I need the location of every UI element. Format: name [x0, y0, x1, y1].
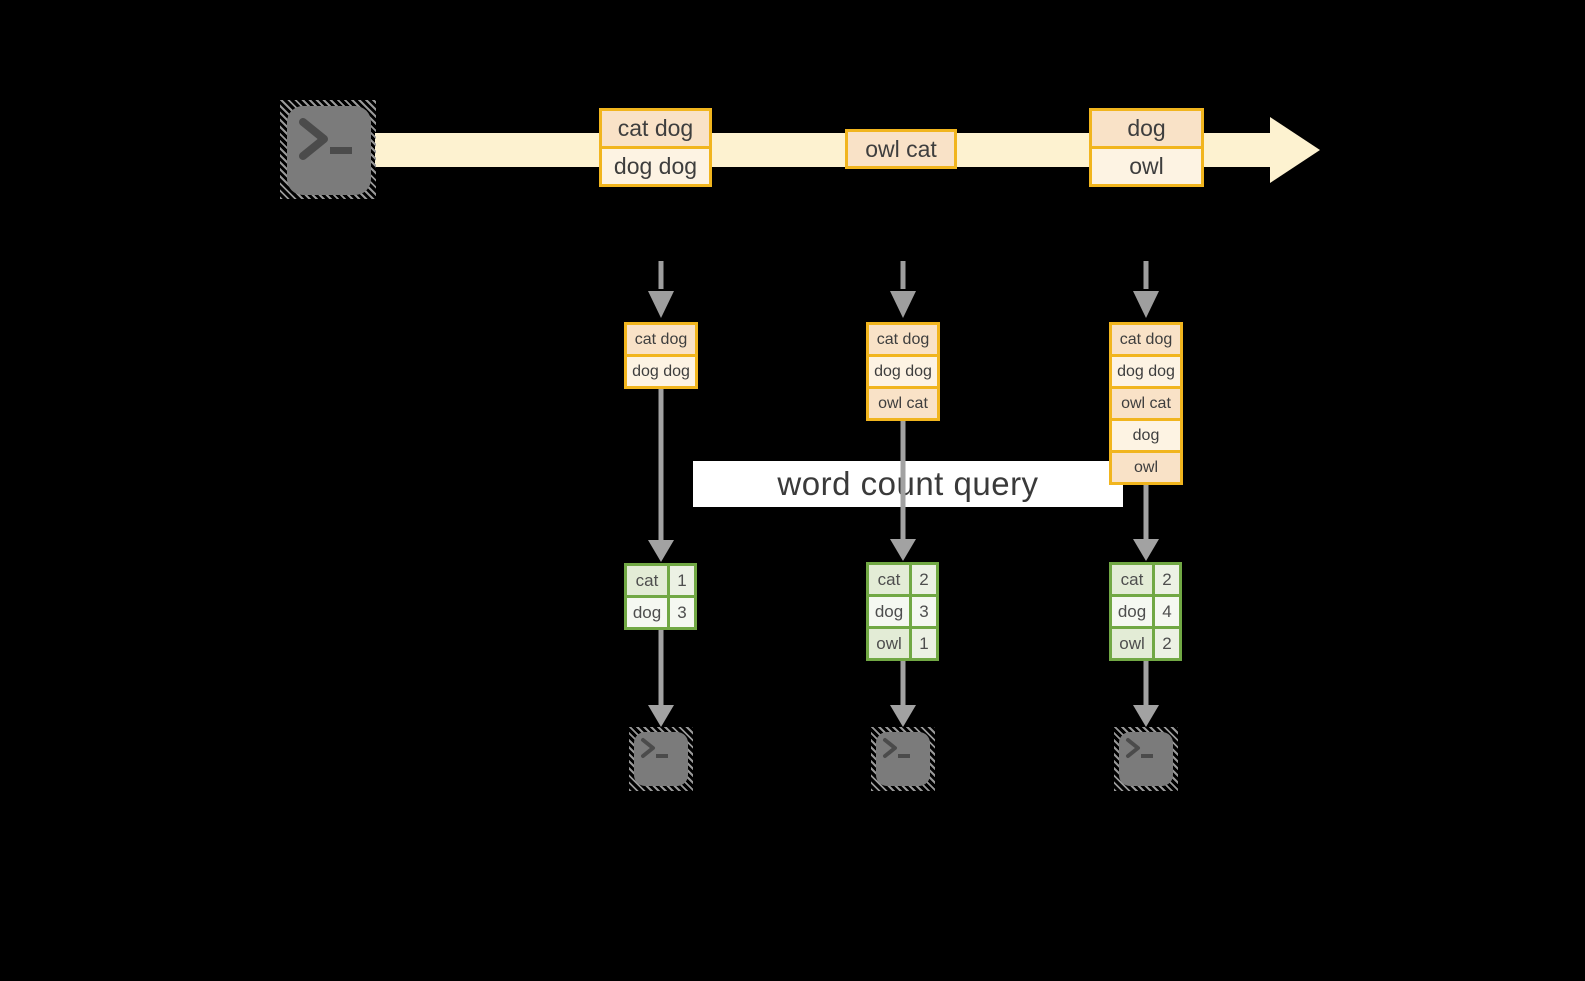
buffer-item: cat dog	[627, 325, 695, 354]
count-value-cell: 1	[912, 629, 936, 658]
output-terminal-icon	[871, 727, 935, 791]
dispatch-arrow-icon	[648, 261, 674, 318]
output-arrow-icon	[1133, 661, 1159, 727]
count-value-cell: 2	[1155, 629, 1179, 658]
buffer-item: owl cat	[1112, 389, 1180, 418]
batch-item: cat dog	[602, 111, 709, 146]
count-value-cell: 3	[670, 598, 694, 627]
batch-item: owl	[1092, 149, 1201, 184]
count-word-cell: dog	[627, 598, 667, 627]
count-word-cell: cat	[869, 565, 909, 594]
count-word-cell: cat	[1112, 565, 1152, 594]
stream-arrowhead-icon	[1270, 117, 1320, 183]
count-word-cell: cat	[627, 566, 667, 595]
batch-item: dog	[1092, 111, 1201, 146]
connector-arrow-icon	[1133, 485, 1159, 561]
count-value-cell: 3	[912, 597, 936, 626]
count-table: cat 2 dog 4 owl 2	[1109, 562, 1182, 661]
output-terminal-icon	[629, 727, 693, 791]
buffer-item: owl cat	[869, 389, 937, 418]
buffer-item: cat dog	[869, 325, 937, 354]
stream-batch: owl cat	[845, 129, 957, 169]
dispatch-arrow-icon	[1133, 261, 1159, 318]
terminal-prompt-glyph-icon	[299, 118, 352, 160]
connector-arrow-icon	[648, 389, 674, 562]
count-table: cat 1 dog 3	[624, 563, 697, 630]
buffer-item: dog dog	[627, 357, 695, 386]
output-terminal-icon	[1114, 727, 1178, 791]
word-buffer: cat dog dog dog owl cat	[866, 322, 940, 421]
output-arrow-icon	[890, 661, 916, 727]
query-banner: word count query	[693, 461, 1123, 507]
buffer-item: owl	[1112, 453, 1180, 482]
batch-item: owl cat	[848, 132, 954, 166]
terminal-prompt-glyph-icon	[1126, 738, 1153, 758]
dispatch-arrow-icon	[890, 261, 916, 318]
count-word-cell: dog	[1112, 597, 1152, 626]
batch-item: dog dog	[602, 149, 709, 184]
count-table: cat 2 dog 3 owl 1	[866, 562, 939, 661]
count-word-cell: owl	[1112, 629, 1152, 658]
stream-batch: dog owl	[1089, 108, 1204, 187]
connector-arrow-icon	[890, 421, 916, 561]
word-buffer: cat dog dog dog owl cat dog owl	[1109, 322, 1183, 485]
query-banner-label: word count query	[777, 465, 1039, 502]
count-value-cell: 2	[912, 565, 936, 594]
stream-batch: cat dog dog dog	[599, 108, 712, 187]
buffer-item: cat dog	[1112, 325, 1180, 354]
terminal-prompt-glyph-icon	[883, 738, 910, 758]
count-value-cell: 2	[1155, 565, 1179, 594]
buffer-item: dog dog	[1112, 357, 1180, 386]
count-value-cell: 4	[1155, 597, 1179, 626]
buffer-item: dog dog	[869, 357, 937, 386]
source-terminal-icon	[280, 100, 376, 199]
terminal-prompt-glyph-icon	[641, 738, 668, 758]
buffer-item: dog	[1112, 421, 1180, 450]
count-word-cell: dog	[869, 597, 909, 626]
output-arrow-icon	[648, 630, 674, 727]
count-word-cell: owl	[869, 629, 909, 658]
word-buffer: cat dog dog dog	[624, 322, 698, 389]
count-value-cell: 1	[670, 566, 694, 595]
